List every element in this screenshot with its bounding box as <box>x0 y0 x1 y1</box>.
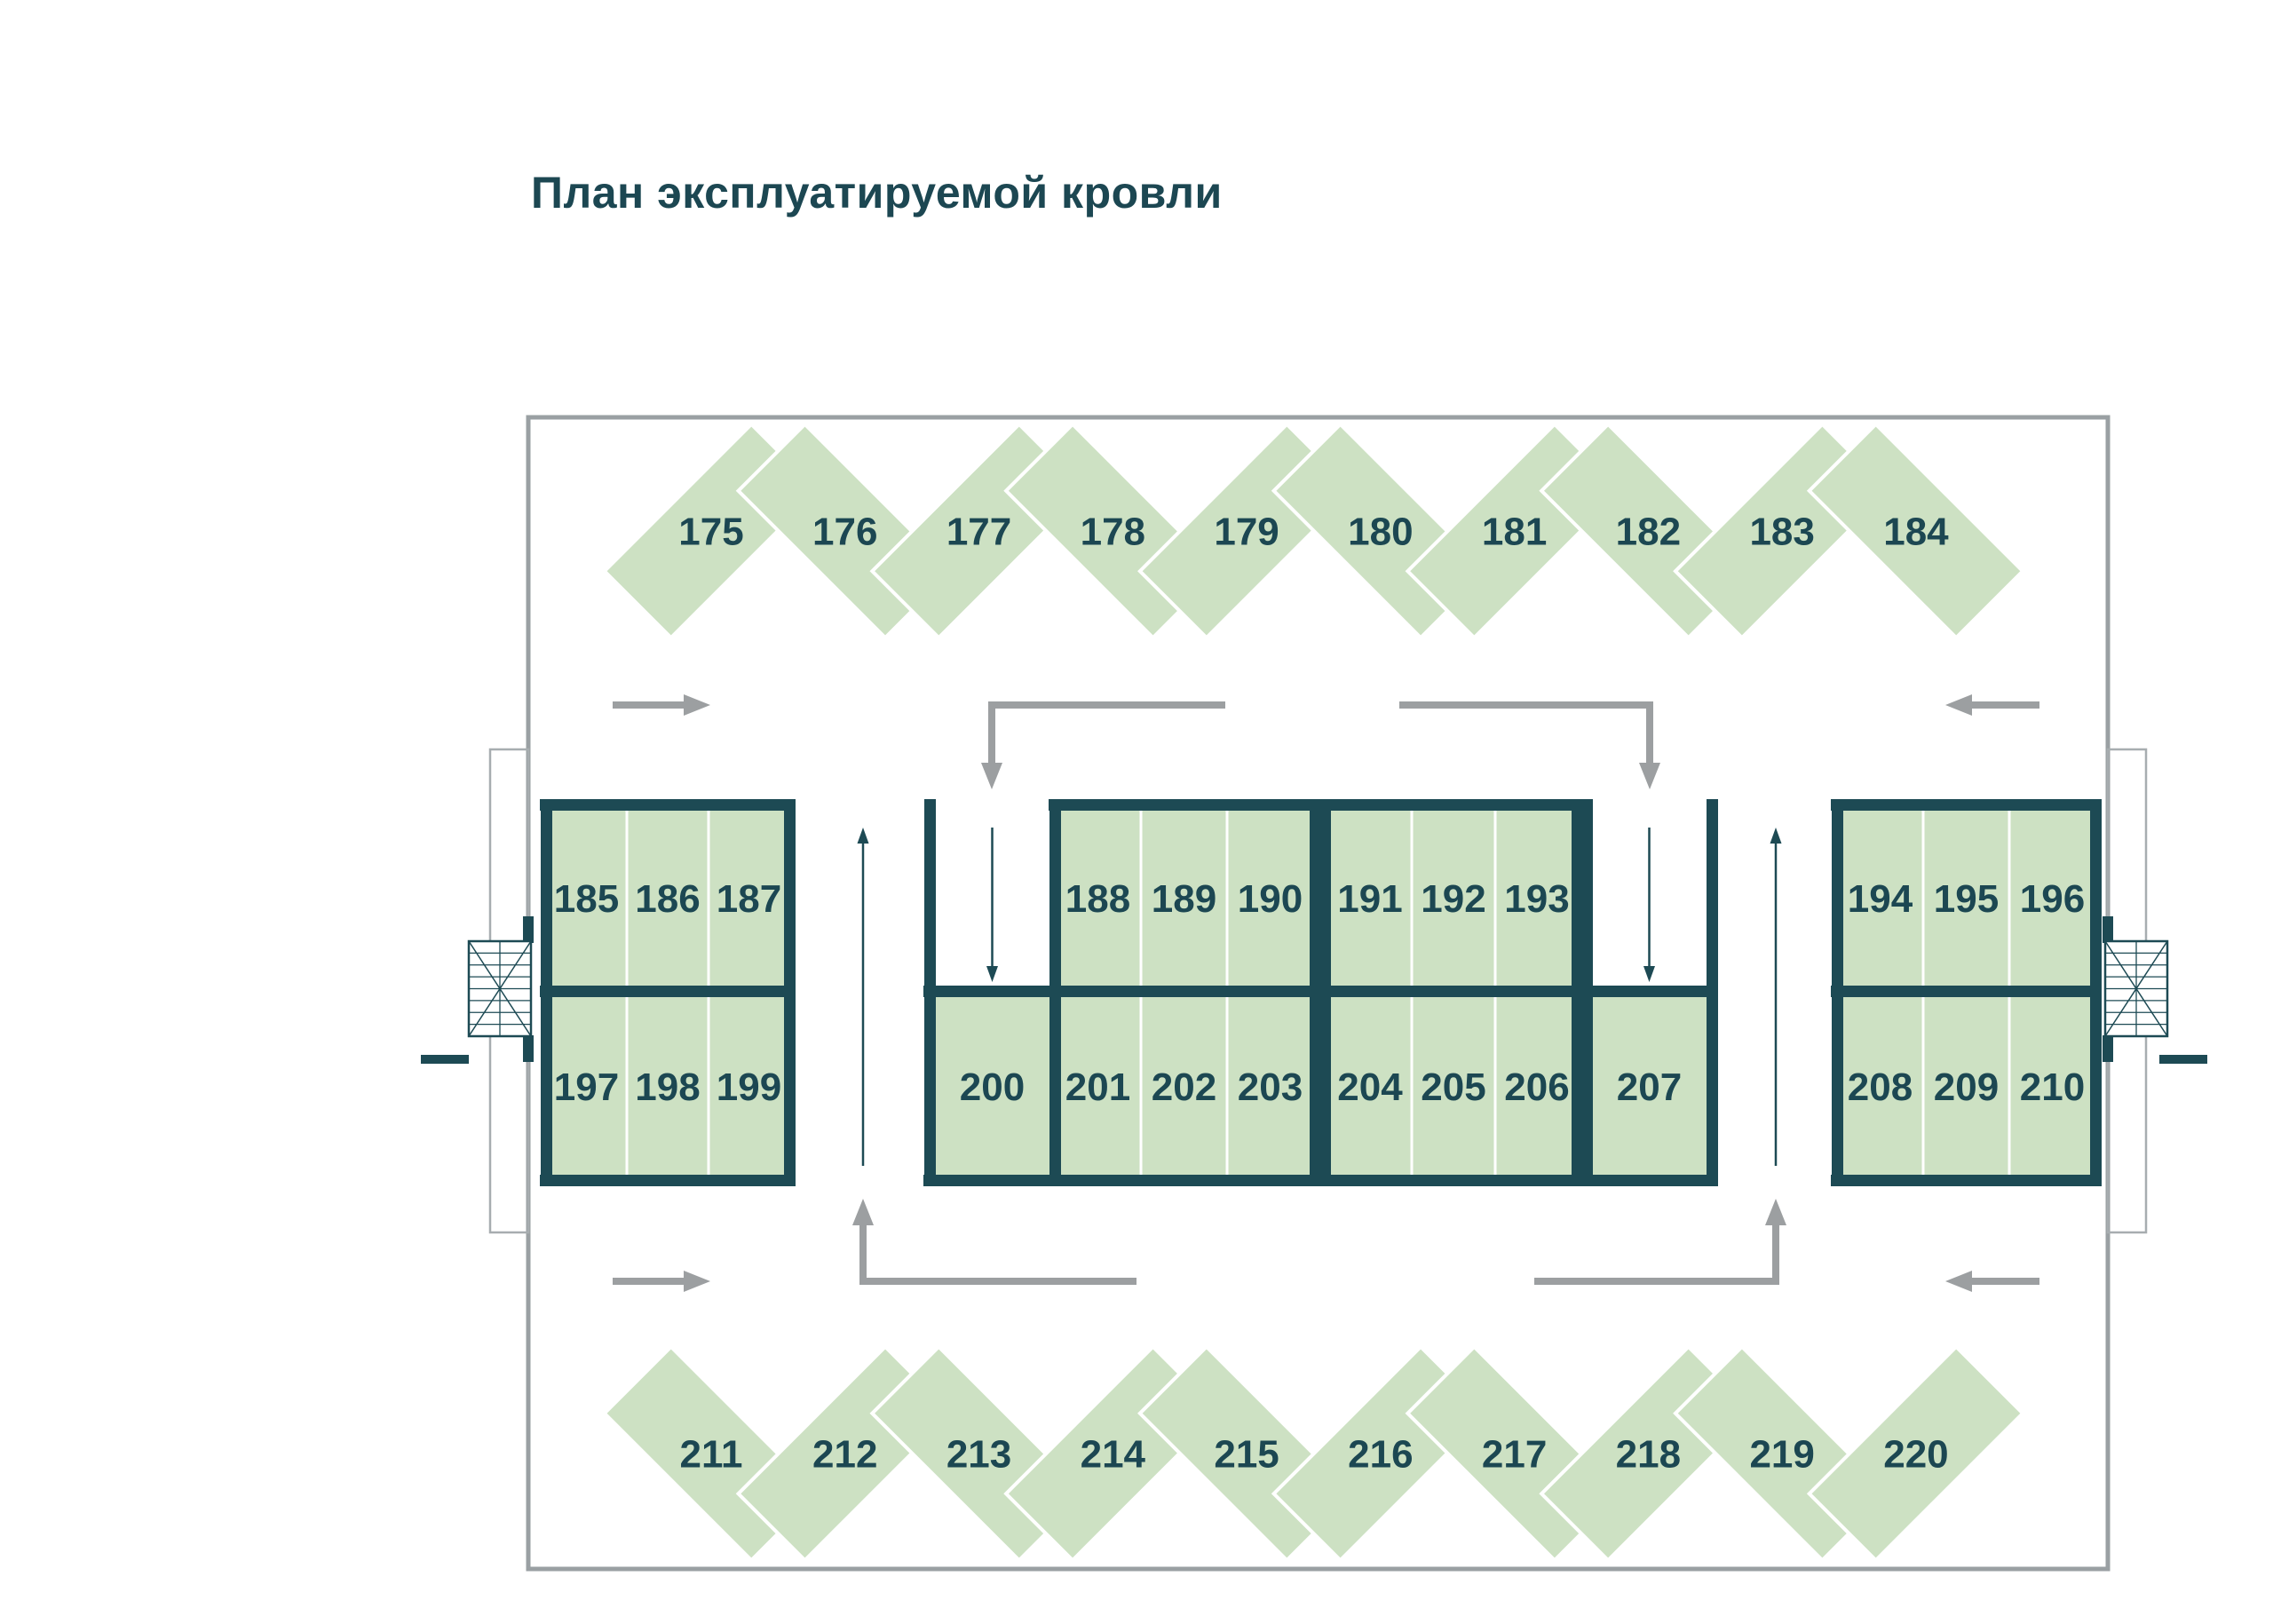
parking-space-label: 195 <box>1934 877 1999 921</box>
parking-space-185[interactable] <box>544 803 629 994</box>
parking-space-label: 177 <box>946 511 1011 554</box>
flow-arrow-top-right-head <box>1945 694 1972 716</box>
parking-space-label: 188 <box>1065 877 1130 921</box>
parking-space-label: 197 <box>554 1066 619 1109</box>
parking-space-label: 208 <box>1848 1066 1913 1109</box>
wall <box>523 916 534 943</box>
parking-space-186[interactable] <box>625 803 710 994</box>
parking-space-label: 218 <box>1616 1433 1681 1477</box>
parking-space-202[interactable] <box>1139 990 1229 1183</box>
parking-space-label: 203 <box>1238 1066 1303 1109</box>
parking-space-198[interactable] <box>625 990 710 1183</box>
parking-space-label: 211 <box>680 1433 743 1477</box>
wall <box>540 1175 796 1186</box>
stairs-icon-left-diagonal <box>468 940 532 1037</box>
wall <box>1310 799 1331 1186</box>
wall <box>2103 916 2113 943</box>
parking-space-label: 178 <box>1081 511 1145 554</box>
parking-space-label: 183 <box>1749 511 1814 554</box>
parking-space-label: 204 <box>1337 1066 1403 1109</box>
wall <box>540 986 796 997</box>
flow-arrow-ramp-left-head <box>981 763 1002 789</box>
wall <box>541 799 552 1186</box>
parking-space-label: 219 <box>1749 1433 1814 1477</box>
aisle-direction-arrow-right-head <box>1770 828 1782 844</box>
parking-space-220[interactable] <box>1806 1343 2025 1564</box>
wall <box>2090 799 2102 1186</box>
parking-space-label: 189 <box>1152 877 1216 921</box>
parking-space-label: 217 <box>1482 1433 1547 1477</box>
parking-space-label: 196 <box>2020 877 2085 921</box>
parking-space-label: 210 <box>2020 1066 2085 1109</box>
parking-space-label: 201 <box>1065 1066 1130 1109</box>
parking-space-label: 182 <box>1616 511 1681 554</box>
wall <box>540 799 796 811</box>
parking-space-label: 194 <box>1848 877 1913 921</box>
wall <box>784 799 796 1186</box>
parking-space-label: 192 <box>1421 877 1485 921</box>
parking-space-label: 202 <box>1152 1066 1216 1109</box>
parking-space-203[interactable] <box>1225 990 1315 1183</box>
right-wall-stub <box>2159 1055 2207 1064</box>
wall <box>1831 799 2102 811</box>
parking-space-184[interactable] <box>1806 421 2025 641</box>
wall <box>1832 799 1843 1186</box>
wall <box>2103 1035 2113 1062</box>
aisle-direction-arrow-left-head <box>857 828 869 844</box>
parking-space-193[interactable] <box>1493 803 1580 994</box>
wall <box>1049 799 1061 1186</box>
parking-space-label: 187 <box>717 877 781 921</box>
parking-space-label: 215 <box>1214 1433 1279 1477</box>
parking-space-label: 214 <box>1081 1433 1146 1477</box>
parking-space-210[interactable] <box>2008 990 2097 1183</box>
parking-space-label: 209 <box>1934 1066 1999 1109</box>
parking-space-label: 199 <box>717 1066 781 1109</box>
parking-space-label: 176 <box>812 511 877 554</box>
parking-space-200[interactable] <box>928 990 1057 1183</box>
parking-space-label: 207 <box>1617 1066 1682 1109</box>
flow-arrow-ramp-left <box>988 701 1225 763</box>
flow-arrow-bottom-left-head <box>684 1271 710 1292</box>
flow-arrow-ramp-right-head <box>1639 763 1660 789</box>
wall <box>523 1035 534 1062</box>
parking-space-label: 184 <box>1883 511 1949 554</box>
page-title: План эксплуатируемой кровли <box>531 168 1223 218</box>
left-wall-stub <box>421 1055 469 1064</box>
wall <box>1831 1175 2102 1186</box>
flow-arrow-aisle-right-head <box>1765 1199 1786 1225</box>
parking-space-label: 175 <box>678 511 743 554</box>
wall <box>924 799 936 1186</box>
parking-space-label: 200 <box>960 1066 1025 1109</box>
parking-space-label: 198 <box>635 1066 700 1109</box>
parking-space-label: 205 <box>1421 1066 1485 1109</box>
parking-space-label: 212 <box>812 1433 877 1477</box>
parking-space-label: 186 <box>635 877 700 921</box>
parking-space-label: 193 <box>1504 877 1569 921</box>
wall <box>1831 986 2102 997</box>
parking-space-label: 191 <box>1337 877 1402 921</box>
parking-space-label: 220 <box>1883 1433 1948 1477</box>
parking-space-label: 179 <box>1214 511 1279 554</box>
parking-space-label: 206 <box>1504 1066 1569 1109</box>
flow-arrow-aisle-left <box>859 1225 1136 1285</box>
flow-arrow-top-left-head <box>684 694 710 716</box>
flow-arrow-aisle-left-head <box>852 1199 874 1225</box>
parking-space-label: 185 <box>554 877 619 921</box>
parking-space-label: 216 <box>1348 1433 1413 1477</box>
stairs-icon-right-diagonal <box>2104 940 2168 1037</box>
parking-space-label: 213 <box>946 1433 1011 1477</box>
parking-space-label: 180 <box>1348 511 1413 554</box>
parking-space-201[interactable] <box>1053 990 1143 1183</box>
ramp-direction-arrow-left-head <box>986 966 998 982</box>
ramp-direction-arrow-right-head <box>1643 966 1655 982</box>
parking-space-label: 181 <box>1482 511 1547 554</box>
flow-arrow-aisle-right <box>1534 1225 1779 1285</box>
flow-arrow-ramp-right <box>1399 701 1653 763</box>
wall <box>1572 799 1593 1186</box>
flow-arrow-bottom-right-head <box>1945 1271 1972 1292</box>
parking-space-label: 190 <box>1238 877 1303 921</box>
wall <box>1707 799 1718 1186</box>
